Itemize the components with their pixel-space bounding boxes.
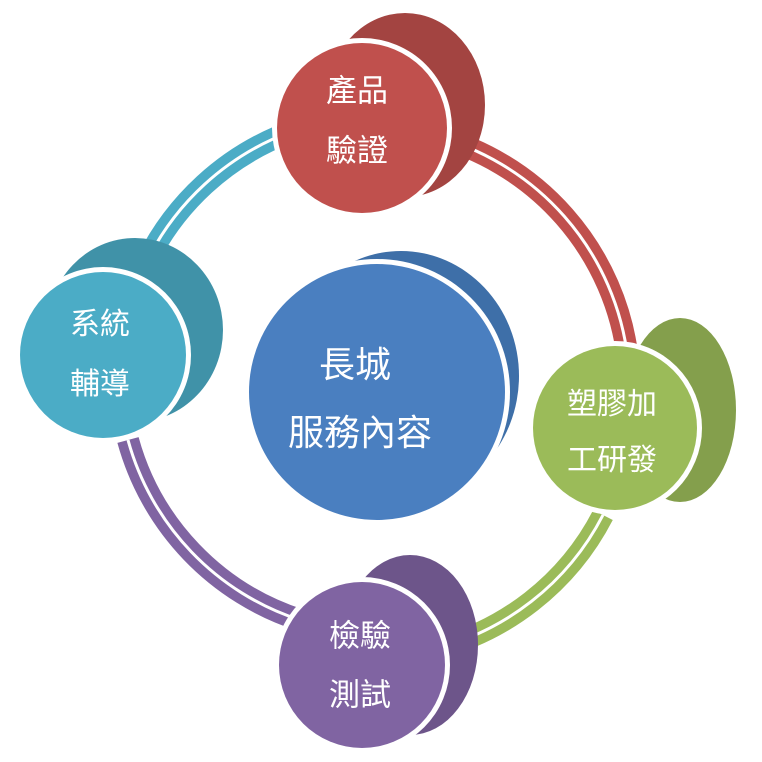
node-plastic-rnd-line-2: 工研發 [567, 443, 657, 478]
center-node-face [249, 264, 505, 520]
center-node: 長城 服務內容 [244, 251, 519, 525]
node-plastic-rnd: 塑膠加 工研發 [528, 318, 736, 515]
node-system-guidance-line-1: 系統 [70, 307, 130, 342]
center-line-2: 服務內容 [288, 413, 432, 454]
arc-testing-to-system [117, 437, 304, 631]
node-product-verification: 產品 驗證 [272, 13, 485, 218]
node-product-verification-line-1: 產品 [326, 74, 388, 110]
node-inspection-testing-line-2: 測試 [329, 678, 391, 714]
center-line-1: 長城 [319, 345, 391, 386]
node-inspection-testing-face [279, 582, 445, 748]
node-inspection-testing-line-1: 檢驗 [329, 619, 391, 655]
node-plastic-rnd-line-1: 塑膠加 [567, 387, 657, 422]
node-product-verification-line-2: 驗證 [326, 134, 388, 170]
node-system-guidance-line-2: 輔導 [70, 367, 130, 402]
node-inspection-testing: 檢驗 測試 [274, 555, 478, 753]
node-system-guidance-face [20, 272, 186, 438]
node-system-guidance: 系統 輔導 [15, 238, 223, 443]
node-plastic-rnd-face [533, 346, 697, 510]
node-product-verification-face [277, 43, 447, 213]
